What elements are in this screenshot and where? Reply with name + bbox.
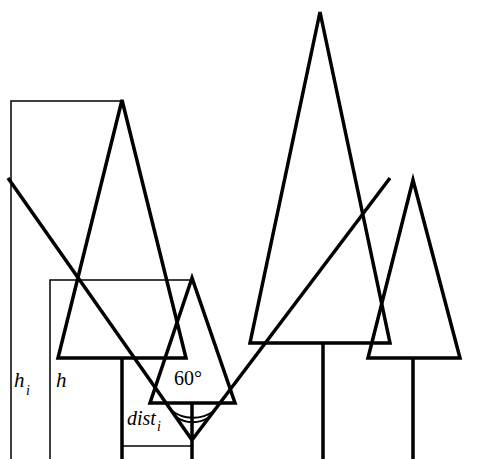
view-line xyxy=(8,178,192,440)
tree-crown xyxy=(58,100,186,358)
tree-crown xyxy=(150,278,235,403)
angle-arc xyxy=(176,417,210,423)
distance-symbol: dist xyxy=(127,408,156,428)
trees xyxy=(58,12,460,459)
tree-trunk xyxy=(411,358,415,459)
height-symbol: h xyxy=(56,370,67,391)
tree-trunk xyxy=(190,403,194,459)
angle-label: 60° xyxy=(174,368,202,388)
tree-trunk xyxy=(120,358,124,459)
subscript-index: i xyxy=(26,384,30,398)
height-brackets xyxy=(11,101,192,459)
tree-trunk xyxy=(321,343,325,459)
view-line xyxy=(192,178,390,440)
height-symbol: h xyxy=(14,370,25,391)
tree-crown xyxy=(250,12,390,343)
view-angle-lines xyxy=(8,178,390,440)
angle-arc xyxy=(171,411,213,418)
tree-crown xyxy=(368,180,460,358)
distance-bracket xyxy=(122,445,192,447)
subscript-index: i xyxy=(157,420,161,434)
